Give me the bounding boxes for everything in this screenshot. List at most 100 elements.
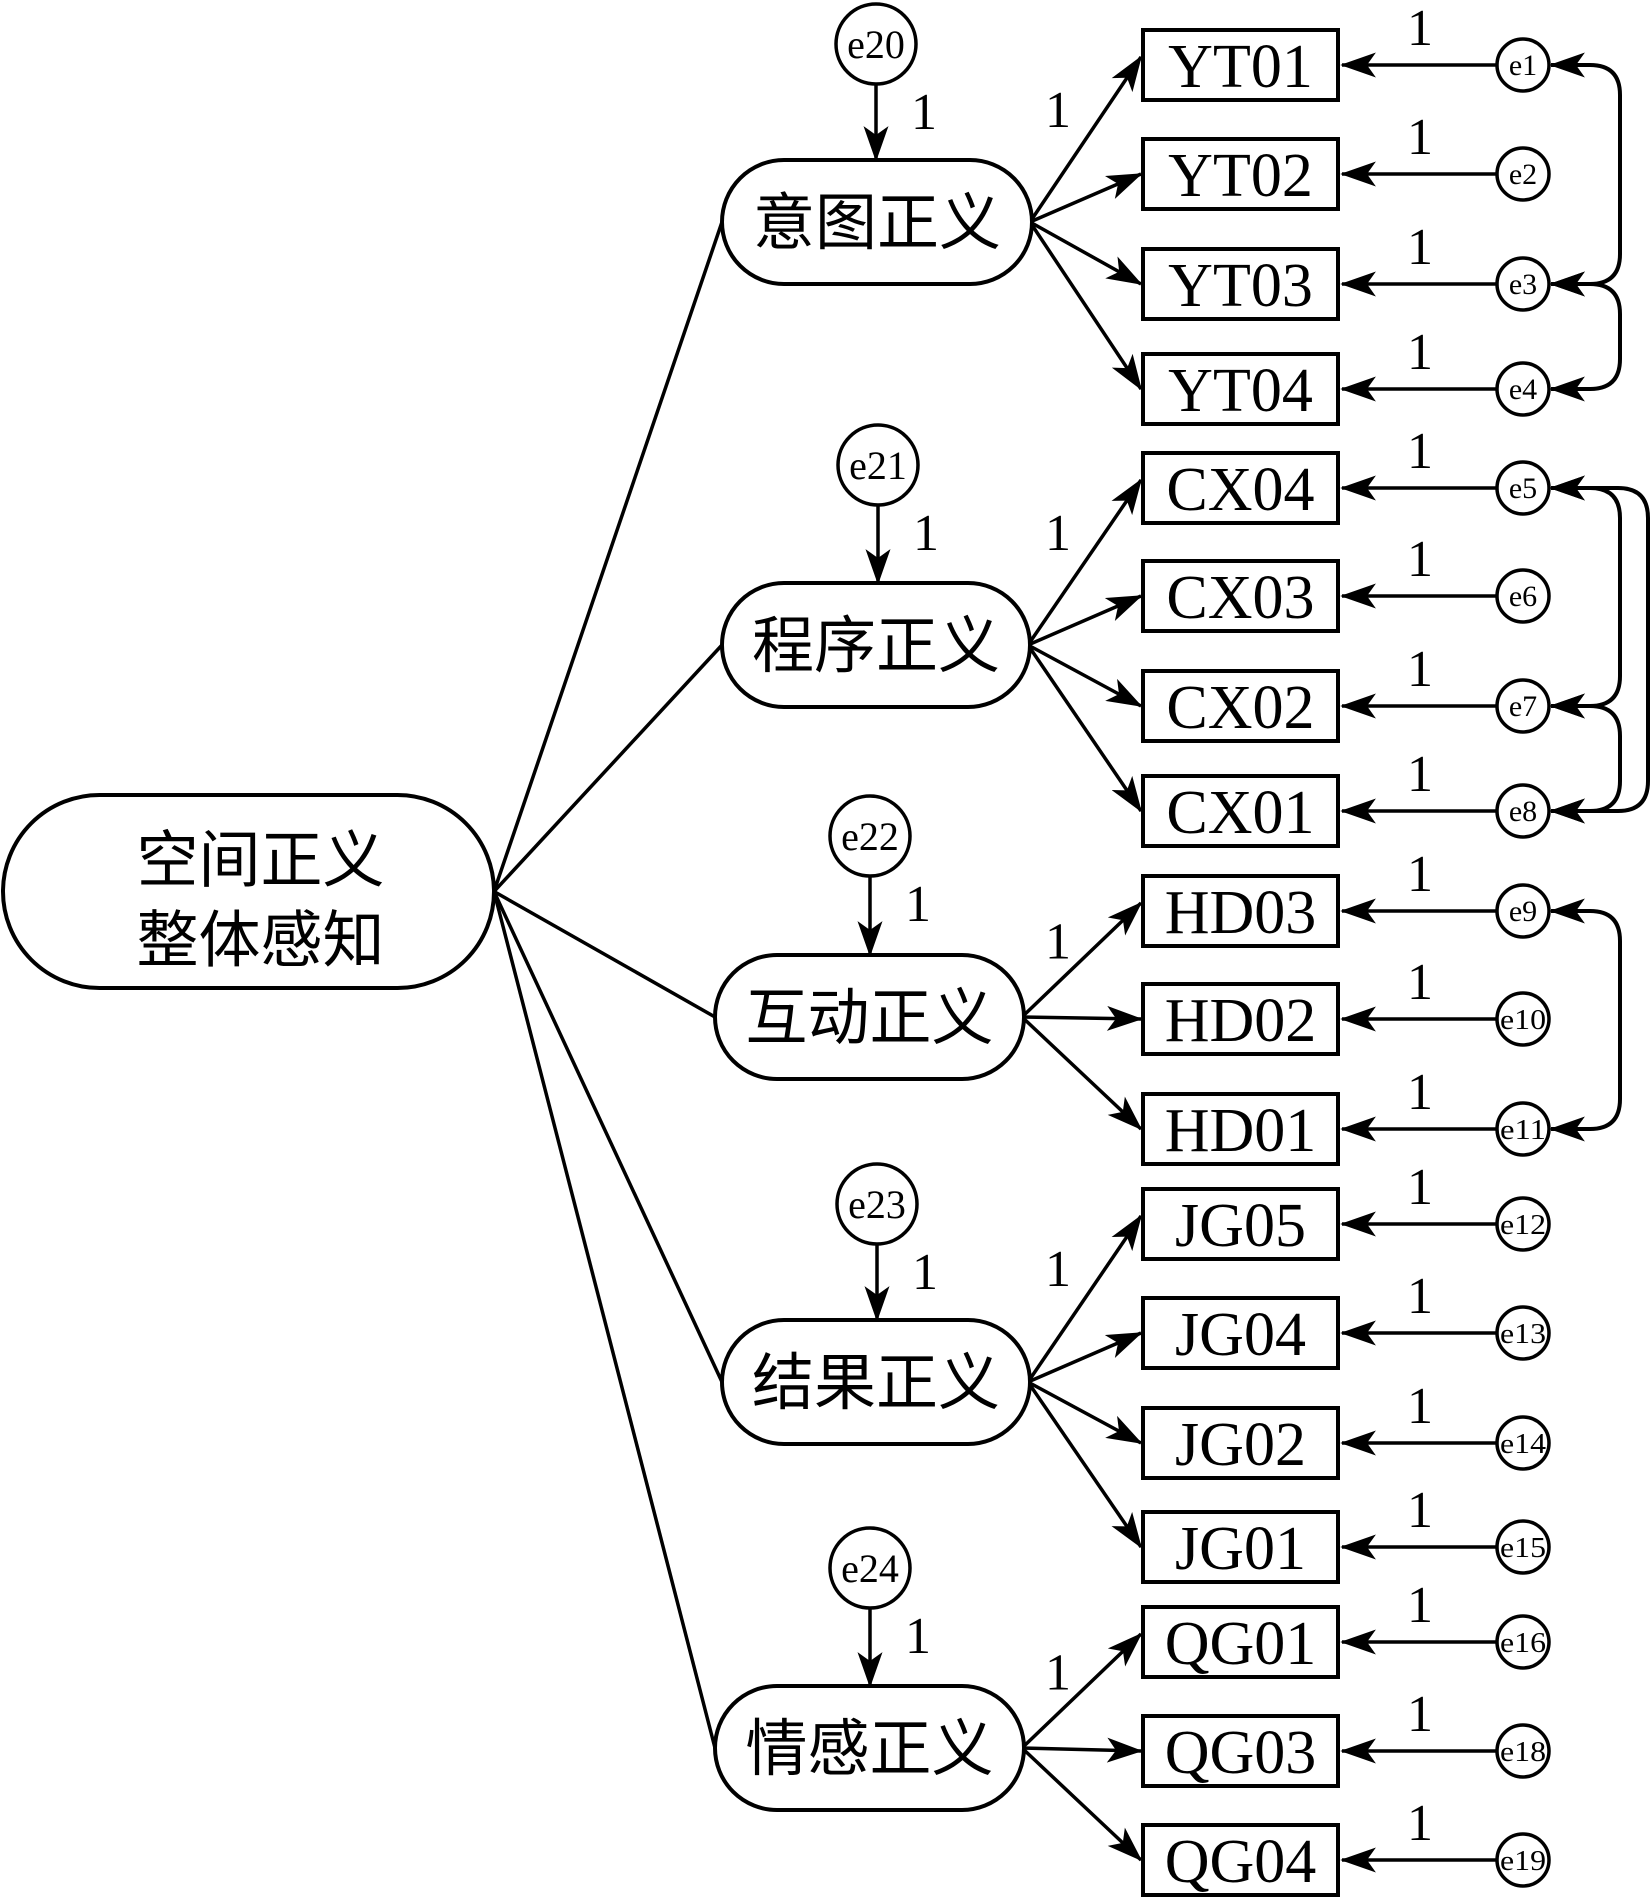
error-label: e16: [1500, 1628, 1546, 1659]
observed-variable-label: QG01: [1165, 1610, 1317, 1678]
factor-loading-path: [1026, 1381, 1143, 1549]
error-covariance-path: [1549, 52, 1622, 297]
error-covariance-path: [1549, 898, 1622, 1142]
error-covariance-path: [1549, 475, 1622, 719]
observed-variable-label: CX04: [1166, 456, 1314, 524]
error-node: [1495, 991, 1551, 1047]
error-label: e7: [1509, 690, 1537, 723]
disturbance-label: e22: [841, 814, 899, 859]
loading-fixed-label: 1: [1045, 82, 1071, 139]
loading-fixed-label: 1: [1045, 914, 1071, 971]
observed-variable-box: [1141, 982, 1340, 1056]
disturbance-label: e23: [848, 1182, 906, 1227]
error-node: [1495, 1305, 1551, 1361]
nodes-layer: [1, 2, 1551, 1897]
error-weight-label: 1: [1407, 1159, 1433, 1216]
error-weight-label: 1: [1407, 1482, 1433, 1539]
observed-variable-box: [1141, 352, 1340, 426]
observed-variable-box: [1141, 1510, 1340, 1584]
error-label: e3: [1509, 268, 1537, 301]
observed-variable-label: JG04: [1175, 1301, 1306, 1369]
error-label: e2: [1509, 158, 1537, 191]
observed-variable-label: YT04: [1168, 357, 1313, 425]
latent-factor-label: 程序正义: [752, 609, 1000, 682]
factor-loading-path: [1021, 1737, 1143, 1763]
observed-variable-box: [1141, 1296, 1340, 1370]
error-node: [1495, 1519, 1551, 1575]
factor-loading-path: [1020, 1015, 1143, 1131]
loading-fixed-label: 1: [1045, 1241, 1071, 1298]
disturbance-node: [835, 1162, 919, 1246]
disturbance-node: [828, 1526, 912, 1610]
disturbance-label: e24: [841, 1546, 899, 1591]
error-label: e11: [1500, 1115, 1546, 1146]
error-label: e4: [1509, 373, 1537, 406]
disturbance-weight-label: 1: [912, 1244, 938, 1301]
observed-variable-box: [1141, 247, 1340, 321]
observed-variable-box: [1141, 451, 1340, 525]
edges-layer: [492, 52, 1650, 1873]
error-node: [1495, 883, 1551, 939]
observed-variable-box: [1141, 1092, 1340, 1166]
observed-variable-label: CX01: [1166, 779, 1314, 847]
error-weight-label: 1: [1407, 954, 1433, 1011]
observed-variable-label: HD02: [1165, 987, 1317, 1055]
error-node: [1495, 1614, 1551, 1670]
factor-loading-path: [1028, 221, 1143, 391]
structural-path: [493, 889, 716, 1019]
error-node: [1495, 1196, 1551, 1252]
error-weight-label: 1: [1407, 0, 1433, 57]
error-weight-label: 1: [1407, 641, 1433, 698]
error-label: e12: [1500, 1210, 1546, 1241]
observed-variable-label: HD03: [1165, 879, 1317, 947]
disturbance-node: [834, 2, 918, 86]
disturbance-node: [828, 794, 912, 878]
error-covariance-path: [1549, 271, 1622, 402]
error-node: [1495, 678, 1551, 734]
error-label: e13: [1500, 1319, 1546, 1350]
observed-variable-box: [1141, 1187, 1340, 1261]
error-weight-label: 1: [1407, 1577, 1433, 1634]
error-weight-label: 1: [1407, 1064, 1433, 1121]
factor-loading-path: [1029, 220, 1143, 286]
observed-variable-label: HD01: [1165, 1097, 1317, 1165]
observed-variable-label: JG01: [1175, 1515, 1306, 1583]
error-node: [1495, 37, 1551, 93]
observed-variable-box: [1141, 1823, 1340, 1897]
error-label: e18: [1500, 1737, 1546, 1768]
error-node: [1495, 783, 1551, 839]
error-weight-label: 1: [1407, 1378, 1433, 1435]
error-weight-label: 1: [1407, 1686, 1433, 1743]
factor-loading-path: [1020, 1746, 1143, 1862]
observed-variable-box: [1141, 137, 1340, 211]
disturbance-label: e21: [849, 443, 907, 488]
latent-factor-label: 情感正义: [745, 1712, 993, 1785]
latent-factor-node: [720, 158, 1034, 286]
observed-variable-label: QG04: [1165, 1828, 1317, 1896]
observed-variable-label: JG05: [1175, 1192, 1306, 1260]
second-order-factor-label: 空间正义: [136, 824, 384, 897]
error-node: [1495, 460, 1551, 516]
error-label: e19: [1500, 1846, 1546, 1877]
disturbance-weight-label: 1: [911, 84, 937, 141]
error-node: [1495, 146, 1551, 202]
error-node: [1495, 568, 1551, 624]
error-covariance-path: [1549, 693, 1622, 824]
error-weight-label: 1: [1407, 324, 1433, 381]
error-node: [1495, 1832, 1551, 1888]
error-label: e14: [1500, 1429, 1546, 1460]
factor-loading-path: [1021, 1005, 1143, 1031]
observed-variable-box: [1141, 1605, 1340, 1679]
factor-loading-path: [1028, 55, 1143, 223]
factor-loading-path: [1026, 478, 1143, 646]
error-node: [1495, 1723, 1551, 1779]
error-weight-label: 1: [1407, 1268, 1433, 1325]
error-weight-label: 1: [1407, 531, 1433, 588]
error-label: e8: [1509, 795, 1537, 828]
disturbance-node: [836, 423, 920, 507]
observed-variable-box: [1141, 874, 1340, 948]
error-node: [1495, 361, 1551, 417]
error-weight-label: 1: [1407, 846, 1433, 903]
latent-factor-node: [713, 1684, 1026, 1812]
